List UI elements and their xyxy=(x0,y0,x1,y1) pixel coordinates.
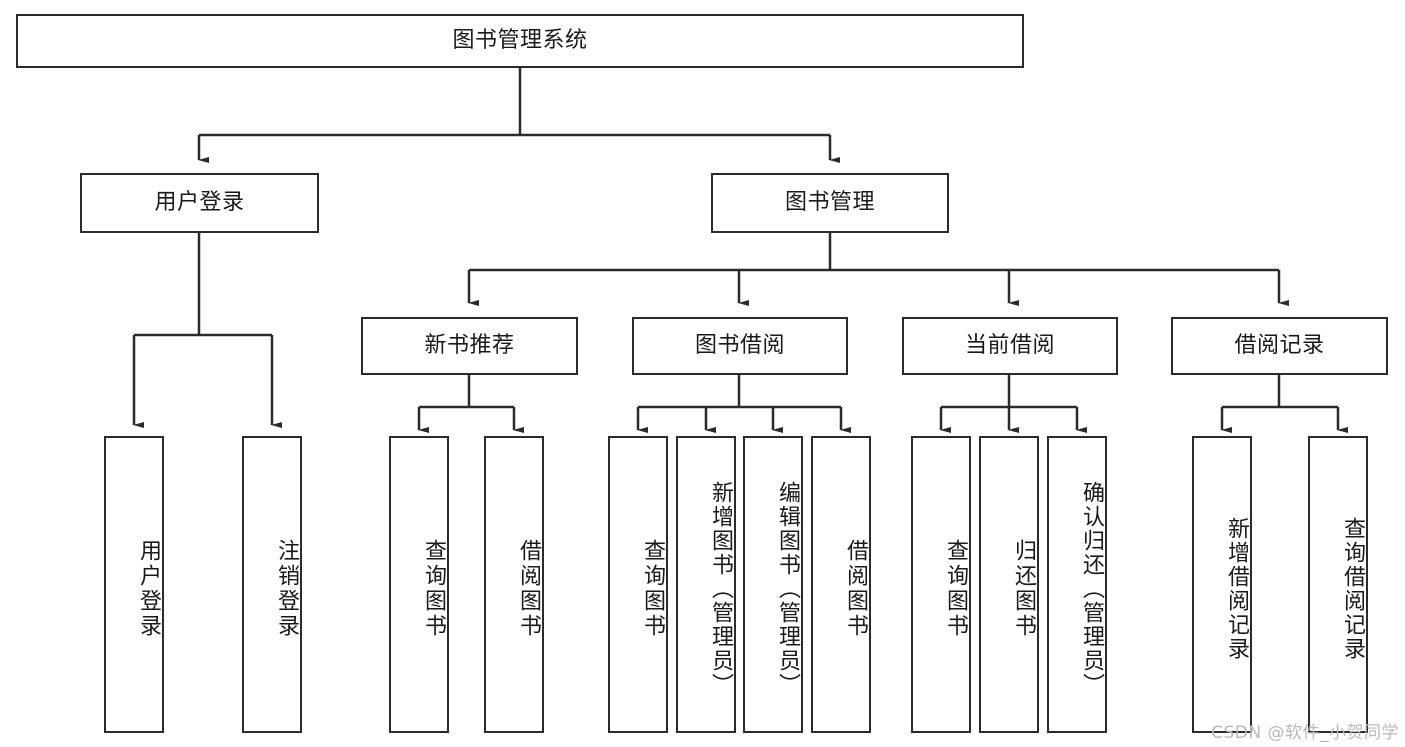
node-leaf-logout-label: 注销登录 xyxy=(274,538,299,639)
node-leaf-user-login-label: 用户登录 xyxy=(136,538,161,639)
node-leaf-query-book-a[interactable]: 查询图书 xyxy=(389,436,449,733)
node-new-book-recommend[interactable]: 新书推荐 xyxy=(361,317,578,375)
node-root[interactable]: 图书管理系统 xyxy=(16,14,1024,68)
node-leaf-query-book-a-label: 查询图书 xyxy=(421,538,446,639)
node-leaf-return-book-label: 归还图书 xyxy=(1011,538,1036,639)
node-leaf-add-borrow-record[interactable]: 新增借阅记录 xyxy=(1192,436,1252,733)
node-leaf-confirm-return[interactable]: 确认归还（管理员） xyxy=(1047,436,1107,733)
node-leaf-query-borrow-record-label: 查询借阅记录 xyxy=(1340,516,1365,661)
node-leaf-return-book[interactable]: 归还图书 xyxy=(979,436,1039,733)
node-book-borrow-label: 图书借阅 xyxy=(694,332,785,358)
node-current-borrow-label: 当前借阅 xyxy=(964,332,1055,358)
node-leaf-query-book-b-label: 查询图书 xyxy=(640,538,665,639)
csdn-watermark: CSDN @软件_小贺同学 xyxy=(1211,723,1399,743)
node-leaf-user-login[interactable]: 用户登录 xyxy=(104,436,164,733)
node-root-label: 图书管理系统 xyxy=(452,27,588,53)
node-leaf-confirm-return-label: 确认归还（管理员） xyxy=(1079,480,1104,697)
node-book-manage[interactable]: 图书管理 xyxy=(711,173,949,233)
node-current-borrow[interactable]: 当前借阅 xyxy=(902,317,1118,375)
node-leaf-edit-book[interactable]: 编辑图书（管理员） xyxy=(743,436,803,733)
node-book-borrow[interactable]: 图书借阅 xyxy=(632,317,848,375)
node-leaf-query-borrow-record[interactable]: 查询借阅记录 xyxy=(1308,436,1368,733)
node-leaf-query-book-c[interactable]: 查询图书 xyxy=(911,436,971,733)
node-book-manage-label: 图书管理 xyxy=(784,189,875,215)
node-user-login[interactable]: 用户登录 xyxy=(80,173,319,233)
node-leaf-add-borrow-record-label: 新增借阅记录 xyxy=(1224,516,1249,661)
node-leaf-logout[interactable]: 注销登录 xyxy=(242,436,302,733)
node-leaf-edit-book-label: 编辑图书（管理员） xyxy=(775,480,800,697)
node-leaf-borrow-book-b[interactable]: 借阅图书 xyxy=(811,436,871,733)
node-borrow-record-label: 借阅记录 xyxy=(1234,332,1325,358)
node-leaf-add-book[interactable]: 新增图书（管理员） xyxy=(676,436,736,733)
node-leaf-query-book-b[interactable]: 查询图书 xyxy=(608,436,668,733)
node-leaf-query-book-c-label: 查询图书 xyxy=(943,538,968,639)
node-leaf-borrow-book-a-label: 借阅图书 xyxy=(516,538,541,639)
node-new-book-recommend-label: 新书推荐 xyxy=(424,332,515,358)
node-user-login-label: 用户登录 xyxy=(154,189,245,215)
node-leaf-borrow-book-b-label: 借阅图书 xyxy=(843,538,868,639)
node-leaf-borrow-book-a[interactable]: 借阅图书 xyxy=(484,436,544,733)
node-borrow-record[interactable]: 借阅记录 xyxy=(1171,317,1388,375)
node-leaf-add-book-label: 新增图书（管理员） xyxy=(708,480,733,697)
